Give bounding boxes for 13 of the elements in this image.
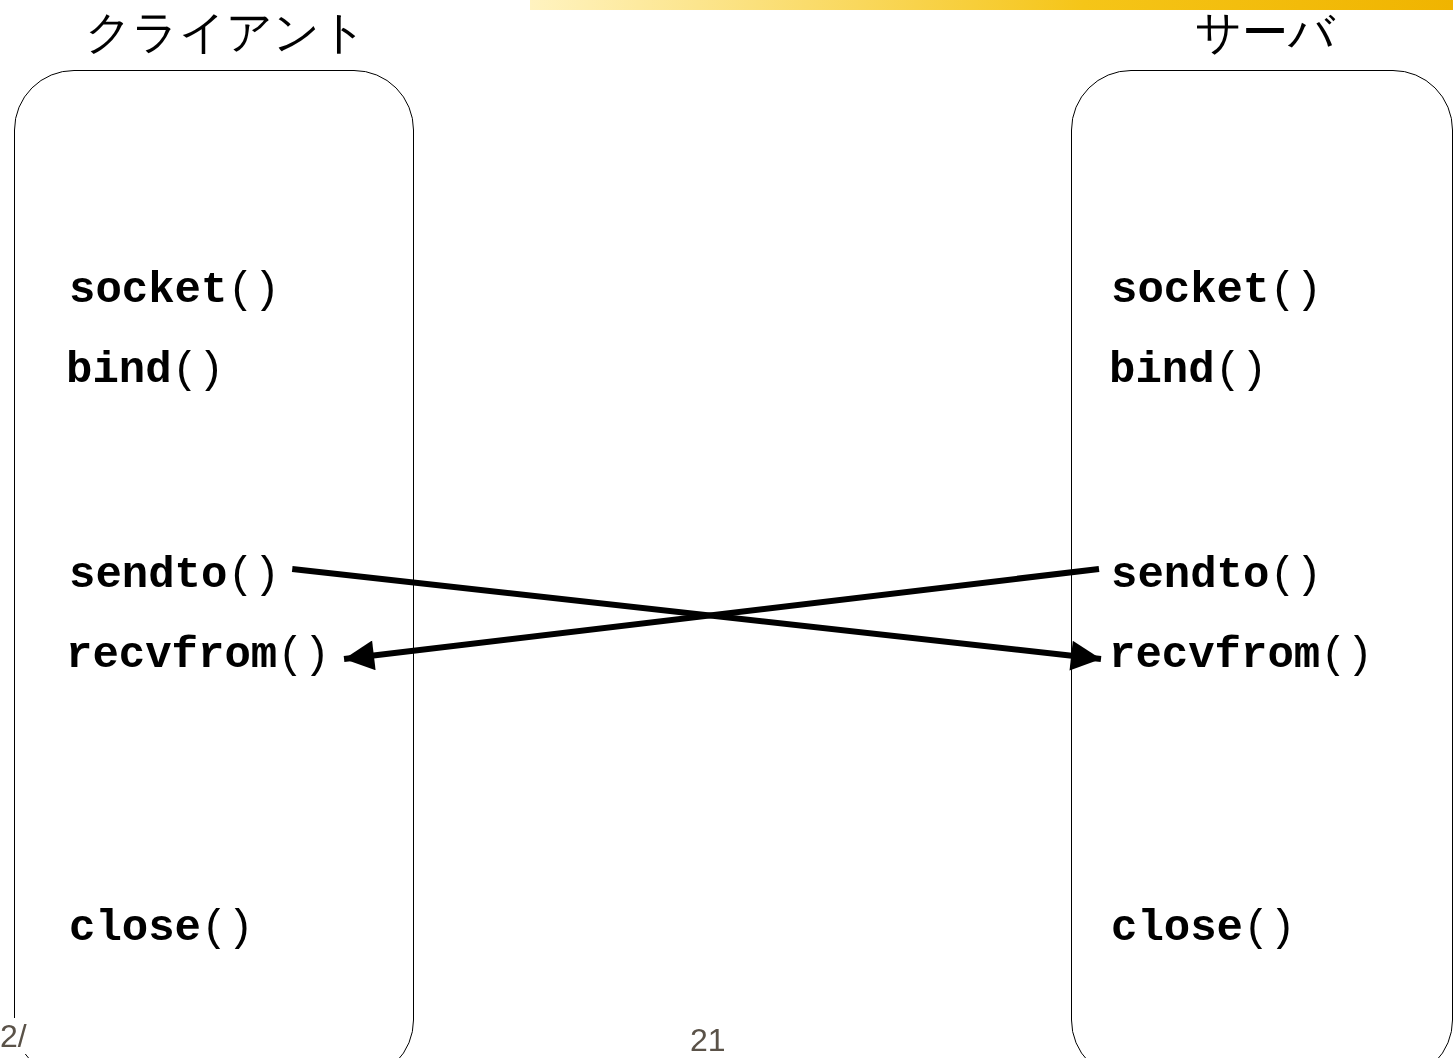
function-call: bind()	[66, 345, 225, 395]
column-heading: サーバ	[1195, 5, 1335, 60]
function-call: sendto()	[1111, 550, 1323, 600]
column-heading: クライアント	[85, 5, 367, 60]
footer-text: 2/	[0, 1018, 27, 1054]
function-call: sendto()	[69, 550, 281, 600]
function-call: socket()	[1111, 265, 1323, 315]
function-call: bind()	[1109, 345, 1268, 395]
function-call: close()	[1111, 903, 1296, 953]
function-call: recvfrom()	[66, 630, 331, 680]
function-call: socket()	[69, 265, 281, 315]
function-call: close()	[69, 903, 254, 953]
function-call: recvfrom()	[1109, 630, 1374, 680]
